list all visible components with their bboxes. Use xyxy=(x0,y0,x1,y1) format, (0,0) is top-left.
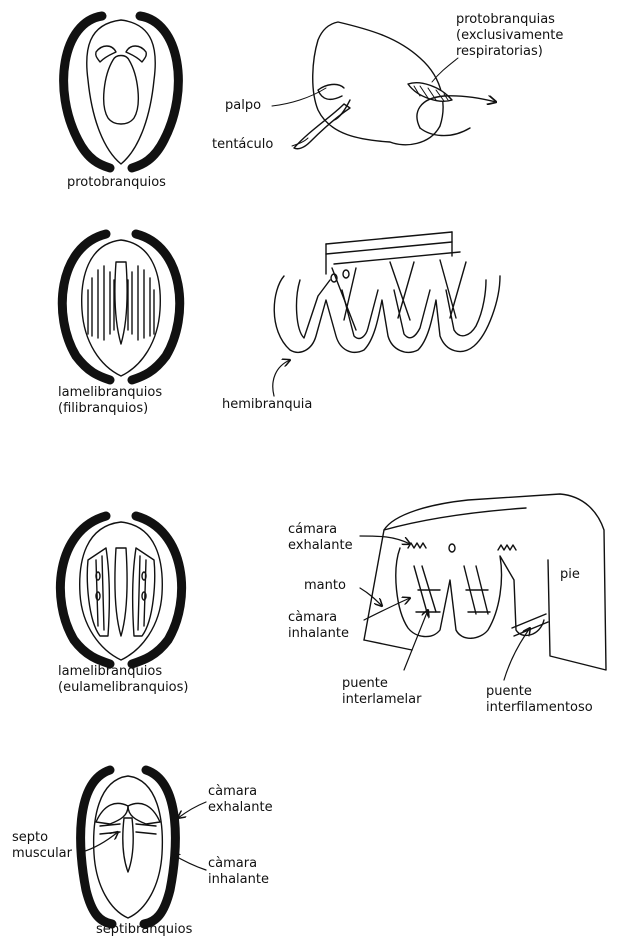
protobranch-section xyxy=(64,16,496,168)
shell-valve xyxy=(64,16,110,168)
label-camara-exhalante: cámara exhalante xyxy=(288,522,353,554)
central-pores xyxy=(449,544,455,552)
leader-hemibranquia xyxy=(273,360,290,396)
gill-filaments-left xyxy=(88,266,114,340)
panel-caption: lamelibranquios (filibranquios) xyxy=(58,385,162,417)
septum-bars xyxy=(100,824,156,834)
water-current-out xyxy=(420,128,470,136)
water-current-arrow xyxy=(417,96,496,128)
septibranch-section xyxy=(81,770,206,924)
label-pie: pie xyxy=(560,567,580,583)
label-puente-interfilamentoso: puente interfilamentoso xyxy=(486,684,593,716)
panel-caption: septibranquios xyxy=(96,922,192,938)
mantle-body xyxy=(87,20,156,164)
visceral-mass xyxy=(115,548,127,636)
visceral-mass xyxy=(123,818,133,872)
shell-valve xyxy=(132,16,178,168)
label-camara-exhalante: càmara exhalante xyxy=(208,784,273,816)
palp xyxy=(318,84,344,99)
mantle-lower-edge xyxy=(364,640,412,650)
shell-valve xyxy=(81,770,112,924)
label-protobranquias: protobranquias (exclusivamente respirato… xyxy=(456,12,563,60)
hemibranch-w-front xyxy=(274,276,500,352)
label-palpo: palpo xyxy=(225,98,261,114)
mantle-top-edge xyxy=(384,508,526,530)
leader-exhalante xyxy=(178,802,206,818)
mantle-body xyxy=(94,776,163,918)
label-septo-muscular: septo muscular xyxy=(12,830,72,862)
label-manto: manto xyxy=(304,578,346,594)
hemibranch-w-inner xyxy=(297,280,486,338)
shell-valve xyxy=(132,234,180,380)
panel-caption: protobranquios xyxy=(67,175,166,191)
label-camara-inhalante: càmara inhalante xyxy=(208,856,269,888)
filament-top-bar xyxy=(326,232,460,264)
label-tentaculo: tentáculo xyxy=(212,137,273,153)
label-puente-interlamelar: puente interlamelar xyxy=(342,676,421,708)
gill-filaments-right xyxy=(128,266,154,340)
filibranch-section xyxy=(62,232,500,396)
panel-caption: lamelibranquios (eulamelibranquios) xyxy=(58,664,188,696)
shell-valve xyxy=(144,770,175,924)
mantle-body xyxy=(82,240,161,376)
visceral-mass xyxy=(104,56,139,125)
label-camara-inhalante: càmara inhalante xyxy=(288,610,349,642)
mantle-body xyxy=(80,522,163,660)
leader-septo xyxy=(82,832,118,852)
filament-rough-edge xyxy=(408,543,516,550)
label-hemibranquia: hemibranquia xyxy=(222,397,312,413)
shell-valve xyxy=(62,234,110,380)
leader-exhalante xyxy=(360,536,410,544)
visceral-mass xyxy=(115,262,127,344)
hemibranch-w-back xyxy=(332,260,466,330)
leader-interlamelar xyxy=(404,610,428,670)
